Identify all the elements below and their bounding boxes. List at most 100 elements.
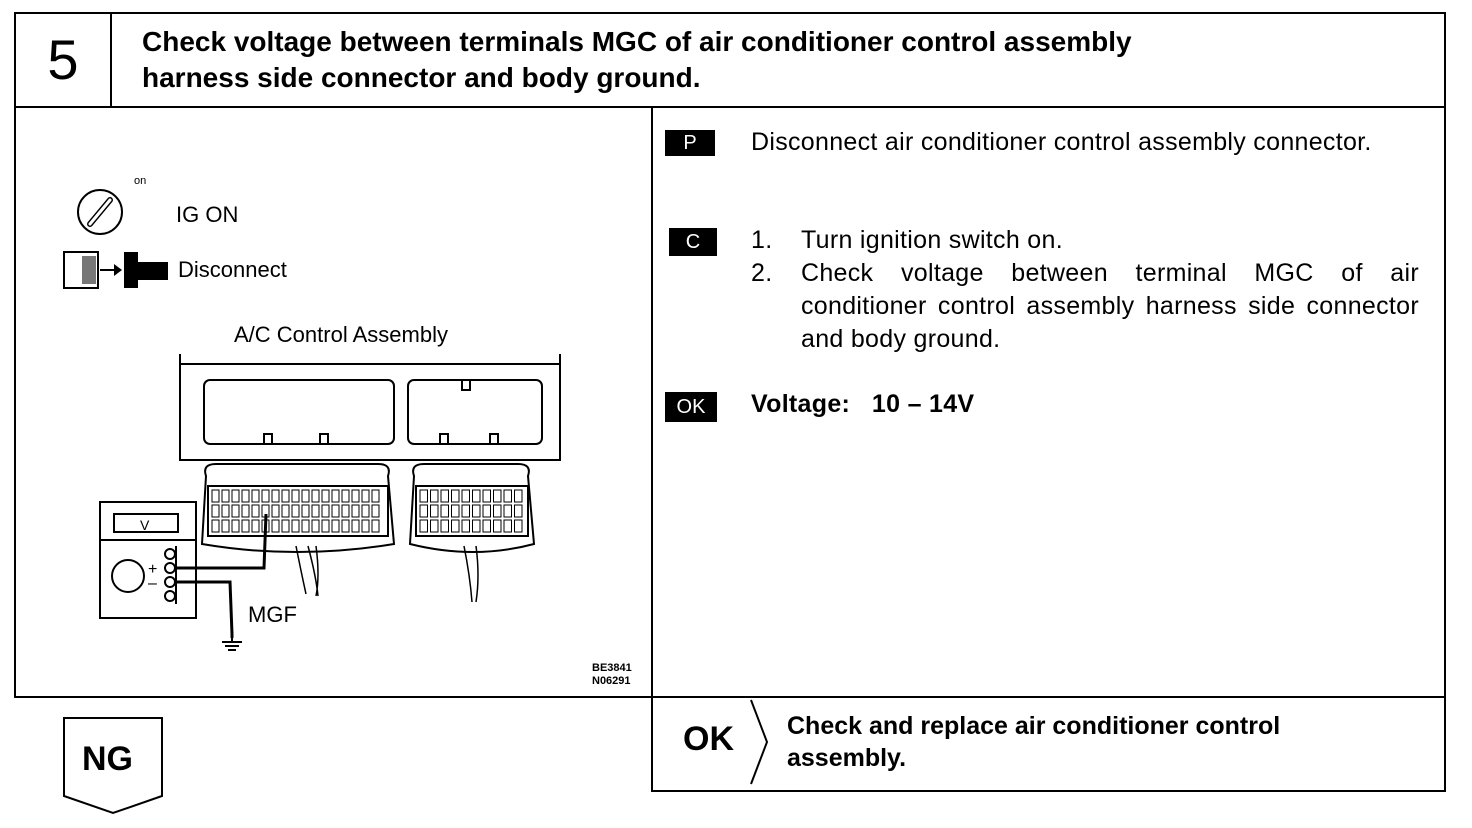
connector-terminal bbox=[351, 519, 360, 533]
connector-terminal bbox=[311, 504, 320, 518]
connector-terminal bbox=[430, 504, 439, 518]
connector-terminal bbox=[430, 519, 439, 533]
connector-terminal bbox=[514, 504, 523, 518]
connector-terminal bbox=[341, 489, 350, 503]
prep-tag: P bbox=[665, 130, 715, 156]
connector-terminal bbox=[361, 504, 370, 518]
connector-terminal bbox=[271, 489, 280, 503]
connector-terminal bbox=[514, 519, 523, 533]
connector-diagram: on IG ON Disconnect A/C Control Assembly bbox=[63, 175, 632, 687]
connector-terminal bbox=[503, 519, 512, 533]
ig-on-label: IG ON bbox=[176, 202, 238, 227]
harness-connector-right bbox=[408, 463, 536, 603]
spec-label: Voltage: bbox=[751, 390, 851, 418]
step-header: 5 Check voltage between terminals MGC of… bbox=[14, 12, 1446, 108]
connector-terminal bbox=[241, 489, 250, 503]
connector-terminal bbox=[503, 489, 512, 503]
connector-terminal bbox=[361, 489, 370, 503]
connector-terminal bbox=[221, 489, 230, 503]
connector-terminal bbox=[261, 489, 270, 503]
meter-unit: V bbox=[140, 517, 150, 533]
step1-number: 1. bbox=[751, 226, 773, 254]
spec-value: 10 – 14V bbox=[871, 390, 975, 418]
connector-terminal bbox=[301, 504, 310, 518]
connector-terminal bbox=[482, 519, 491, 533]
connector-terminal bbox=[451, 489, 460, 503]
connector-terminal bbox=[301, 489, 310, 503]
connector-terminal bbox=[371, 504, 380, 518]
connector-terminal bbox=[514, 489, 523, 503]
connector-terminal bbox=[472, 519, 481, 533]
terminal-label: MGF bbox=[248, 602, 297, 627]
connector-terminal bbox=[440, 519, 449, 533]
connector-terminal bbox=[493, 489, 502, 503]
ignition-switch-icon bbox=[77, 189, 123, 235]
connector-terminal bbox=[241, 504, 250, 518]
connector-terminal bbox=[291, 519, 300, 533]
connector-terminal bbox=[281, 504, 290, 518]
connector-terminal bbox=[231, 489, 240, 503]
connector-terminal bbox=[271, 519, 280, 533]
connector-terminal bbox=[419, 504, 428, 518]
connector-terminal bbox=[461, 489, 470, 503]
connector-terminal bbox=[251, 489, 260, 503]
connector-terminal bbox=[341, 504, 350, 518]
ok-result-line2: assembly. bbox=[787, 744, 907, 772]
connector-terminal bbox=[482, 489, 491, 503]
step-number: 5 bbox=[16, 14, 112, 106]
connector-terminal bbox=[430, 489, 439, 503]
connector-terminal bbox=[482, 504, 491, 518]
procedure-panel: P Disconnect air conditioner control ass… bbox=[651, 106, 1446, 698]
prep-text: Disconnect air conditioner control assem… bbox=[751, 128, 1372, 156]
ok-result-text: Check and replace air conditioner contro… bbox=[787, 710, 1280, 774]
connector-terminal bbox=[291, 504, 300, 518]
connector-terminal bbox=[451, 504, 460, 518]
disconnect-label: Disconnect bbox=[178, 257, 287, 282]
connector-terminal bbox=[251, 504, 260, 518]
connector-terminal bbox=[451, 519, 460, 533]
connector-terminal bbox=[301, 519, 310, 533]
connector-terminal bbox=[351, 489, 360, 503]
connector-terminal bbox=[231, 519, 240, 533]
figure-code-2: N06291 bbox=[592, 675, 631, 687]
step2-text: Check voltage between terminal MGC of ai… bbox=[801, 259, 1419, 353]
connector-terminal bbox=[371, 519, 380, 533]
figure-code-1: BE3841 bbox=[592, 662, 632, 674]
connector-terminal bbox=[211, 489, 220, 503]
connector-terminal bbox=[472, 489, 481, 503]
connector-terminal bbox=[331, 519, 340, 533]
ground-symbol bbox=[222, 636, 242, 651]
step1-text: Turn ignition switch on. bbox=[801, 226, 1063, 254]
check-tag: C bbox=[669, 228, 717, 256]
assembly-label: A/C Control Assembly bbox=[234, 322, 448, 347]
spec: Voltage: 10 – 14V bbox=[751, 388, 974, 421]
connector-terminal bbox=[231, 504, 240, 518]
disconnect-icon bbox=[63, 251, 168, 289]
meter-plus: + bbox=[148, 561, 157, 578]
ac-control-assembly bbox=[179, 354, 561, 461]
connector-terminal bbox=[419, 519, 428, 533]
connector-terminal bbox=[461, 504, 470, 518]
connector-terminal bbox=[341, 519, 350, 533]
ng-result-label: NG bbox=[82, 740, 133, 778]
connector-terminal bbox=[291, 489, 300, 503]
connector-terminal bbox=[503, 504, 512, 518]
connector-terminal bbox=[211, 504, 220, 518]
step-title: Check voltage between terminals MGC of a… bbox=[142, 24, 1422, 96]
connector-terminal bbox=[221, 504, 230, 518]
step-title-line2: harness side connector and body ground. bbox=[142, 62, 701, 93]
connector-terminal bbox=[493, 519, 502, 533]
connector-terminal bbox=[211, 519, 220, 533]
connector-terminal bbox=[311, 519, 320, 533]
connector-terminal bbox=[419, 489, 428, 503]
connector-terminal bbox=[281, 489, 290, 503]
ok-result-label: OK bbox=[683, 720, 734, 758]
ok-result-box: OK Check and replace air conditioner con… bbox=[651, 696, 1446, 792]
chevron-right-icon bbox=[750, 699, 769, 785]
connector-terminal bbox=[321, 519, 330, 533]
connector-terminal bbox=[221, 519, 230, 533]
connector-terminal bbox=[311, 489, 320, 503]
connector-terminal bbox=[493, 504, 502, 518]
connector-terminal bbox=[241, 519, 250, 533]
connector-terminal bbox=[371, 489, 380, 503]
